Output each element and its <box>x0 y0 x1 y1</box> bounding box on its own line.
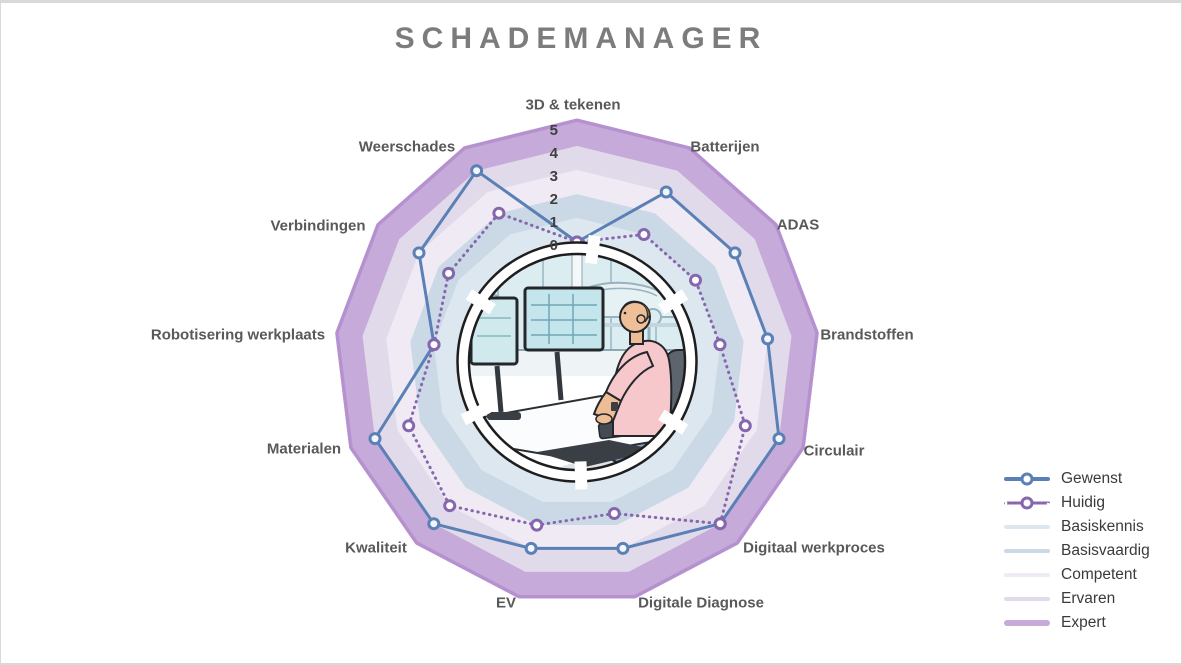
legend-label: Gewenst <box>1061 469 1123 487</box>
category-label-6: Digitaal werkproces <box>743 539 885 557</box>
legend-item-competent: Competent <box>1004 566 1150 583</box>
legend-label: Huidig <box>1061 493 1105 511</box>
marker-huidig-5 <box>713 517 727 531</box>
category-label-11: Robotisering werkplaats <box>150 326 326 344</box>
category-label-9: Kwaliteit <box>345 539 407 557</box>
marker-huidig-12 <box>492 206 506 220</box>
category-label-7: Digitale Diagnose <box>638 594 764 612</box>
ring-gap <box>658 409 689 435</box>
marker-huidig-7 <box>530 518 544 532</box>
marker-huidig-3 <box>713 338 727 352</box>
marker-huidig-11 <box>442 266 456 280</box>
category-label-2: Batterijen <box>690 138 760 156</box>
category-label-4: Brandstoffen <box>820 326 914 344</box>
marker-huidig-8 <box>443 499 457 513</box>
legend-item-basiskennis: Basiskennis <box>1004 518 1150 535</box>
legend-label: Competent <box>1061 565 1137 583</box>
window-top-edge <box>1 0 1181 3</box>
legend-swatch-expert <box>1004 614 1050 631</box>
legend-swatch-ervaren <box>1004 590 1050 607</box>
category-label-5: Circulair <box>803 442 865 460</box>
legend-label: Basisvaardig <box>1061 541 1150 559</box>
legend-item-expert: Expert <box>1004 614 1150 631</box>
legend-label: Expert <box>1061 613 1106 631</box>
marker-gewenst-3 <box>761 332 775 346</box>
series-line-gewenst <box>373 169 781 550</box>
category-label-3: ADAS <box>776 216 820 234</box>
marker-huidig-6 <box>607 507 621 520</box>
series-line-huidig <box>407 211 747 527</box>
legend-swatch-huidig <box>1004 494 1050 511</box>
marker-huidig-10 <box>427 338 441 352</box>
marker-gewenst-12 <box>470 164 484 178</box>
marker-huidig-2 <box>689 273 702 287</box>
ring-gap <box>465 289 496 315</box>
marker-huidig-1 <box>637 228 651 241</box>
axis-tick-1: 1 <box>550 214 558 231</box>
marker-gewenst-9 <box>368 432 382 446</box>
marker-gewenst-7 <box>524 541 538 555</box>
legend-swatch-gewenst <box>1004 470 1050 487</box>
axis-tick-3: 3 <box>550 168 558 185</box>
legend-label: Basiskennis <box>1061 517 1144 535</box>
marker-gewenst-4 <box>772 432 786 446</box>
axis-tick-2: 2 <box>550 191 558 208</box>
marker-gewenst-11 <box>412 246 426 260</box>
marker-gewenst-8 <box>427 517 441 531</box>
legend-label: Ervaren <box>1061 589 1116 607</box>
legend-swatch-basisvaardig <box>1004 542 1050 559</box>
ring-gap <box>584 234 601 265</box>
legend-item-ervaren: Ervaren <box>1004 590 1150 607</box>
category-label-8: EV <box>495 594 517 612</box>
marker-gewenst-6 <box>616 541 630 555</box>
axis-tick-4: 4 <box>550 145 559 162</box>
category-label-13: Weerschades <box>358 138 456 156</box>
legend-item-gewenst: Gewenst <box>1004 470 1150 487</box>
category-label-12: Verbindingen <box>270 217 366 235</box>
axis-tick-5: 5 <box>550 122 558 139</box>
chart-title: SCHADEMANAGER <box>394 22 768 55</box>
marker-gewenst-2 <box>728 246 742 260</box>
legend-swatch-competent <box>1004 566 1050 583</box>
marker-huidig-9 <box>402 419 416 433</box>
marker-gewenst-1 <box>659 185 673 199</box>
ring-gap <box>460 401 492 426</box>
ring-gap <box>574 461 588 490</box>
category-label-10: Materialen <box>266 440 342 458</box>
window-bottom-edge <box>1 663 1181 665</box>
marker-huidig-4 <box>738 419 752 433</box>
legend-item-huidig: Huidig <box>1004 494 1150 511</box>
category-label-1: 3D & tekenen <box>525 96 621 114</box>
ring-gap <box>658 289 689 315</box>
axis-tick-0: 0 <box>550 237 558 254</box>
legend-item-basisvaardig: Basisvaardig <box>1004 542 1150 559</box>
legend-swatch-basiskennis <box>1004 518 1050 535</box>
